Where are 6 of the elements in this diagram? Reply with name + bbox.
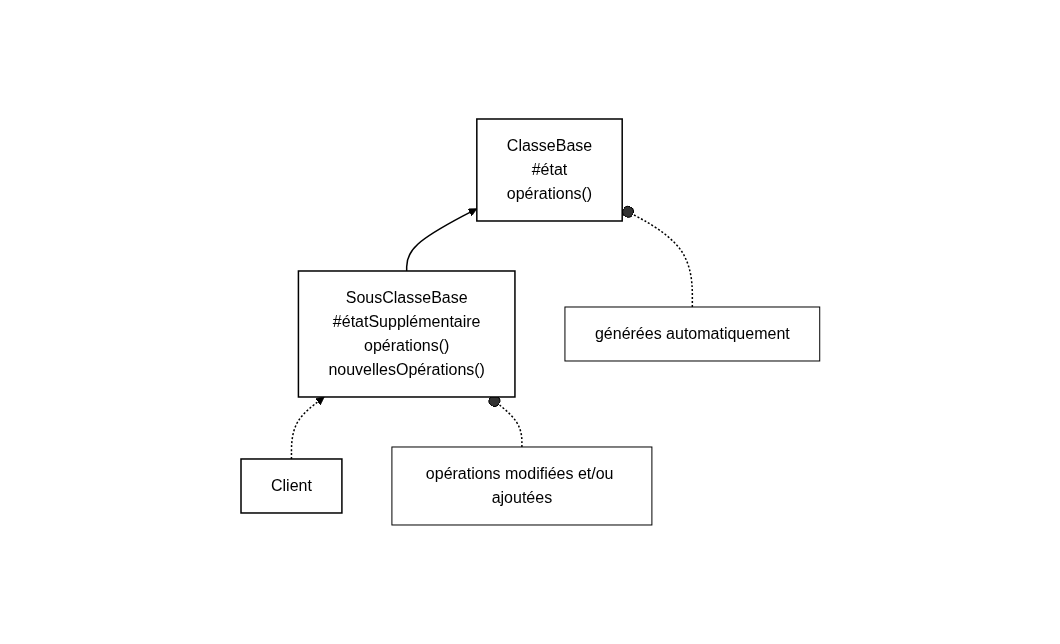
node-box: opérations modifiées et/ou ajoutées bbox=[391, 446, 652, 526]
arrow bbox=[405, 208, 477, 272]
node-box: Client bbox=[239, 458, 343, 514]
node-box: SousClasseBase #étatSupplémentaire opérations() nouvellesOpérations() bbox=[297, 270, 516, 398]
node-box: ClasseBase #état opérations() bbox=[475, 118, 623, 222]
node-box: générées automatiquement bbox=[564, 306, 820, 362]
